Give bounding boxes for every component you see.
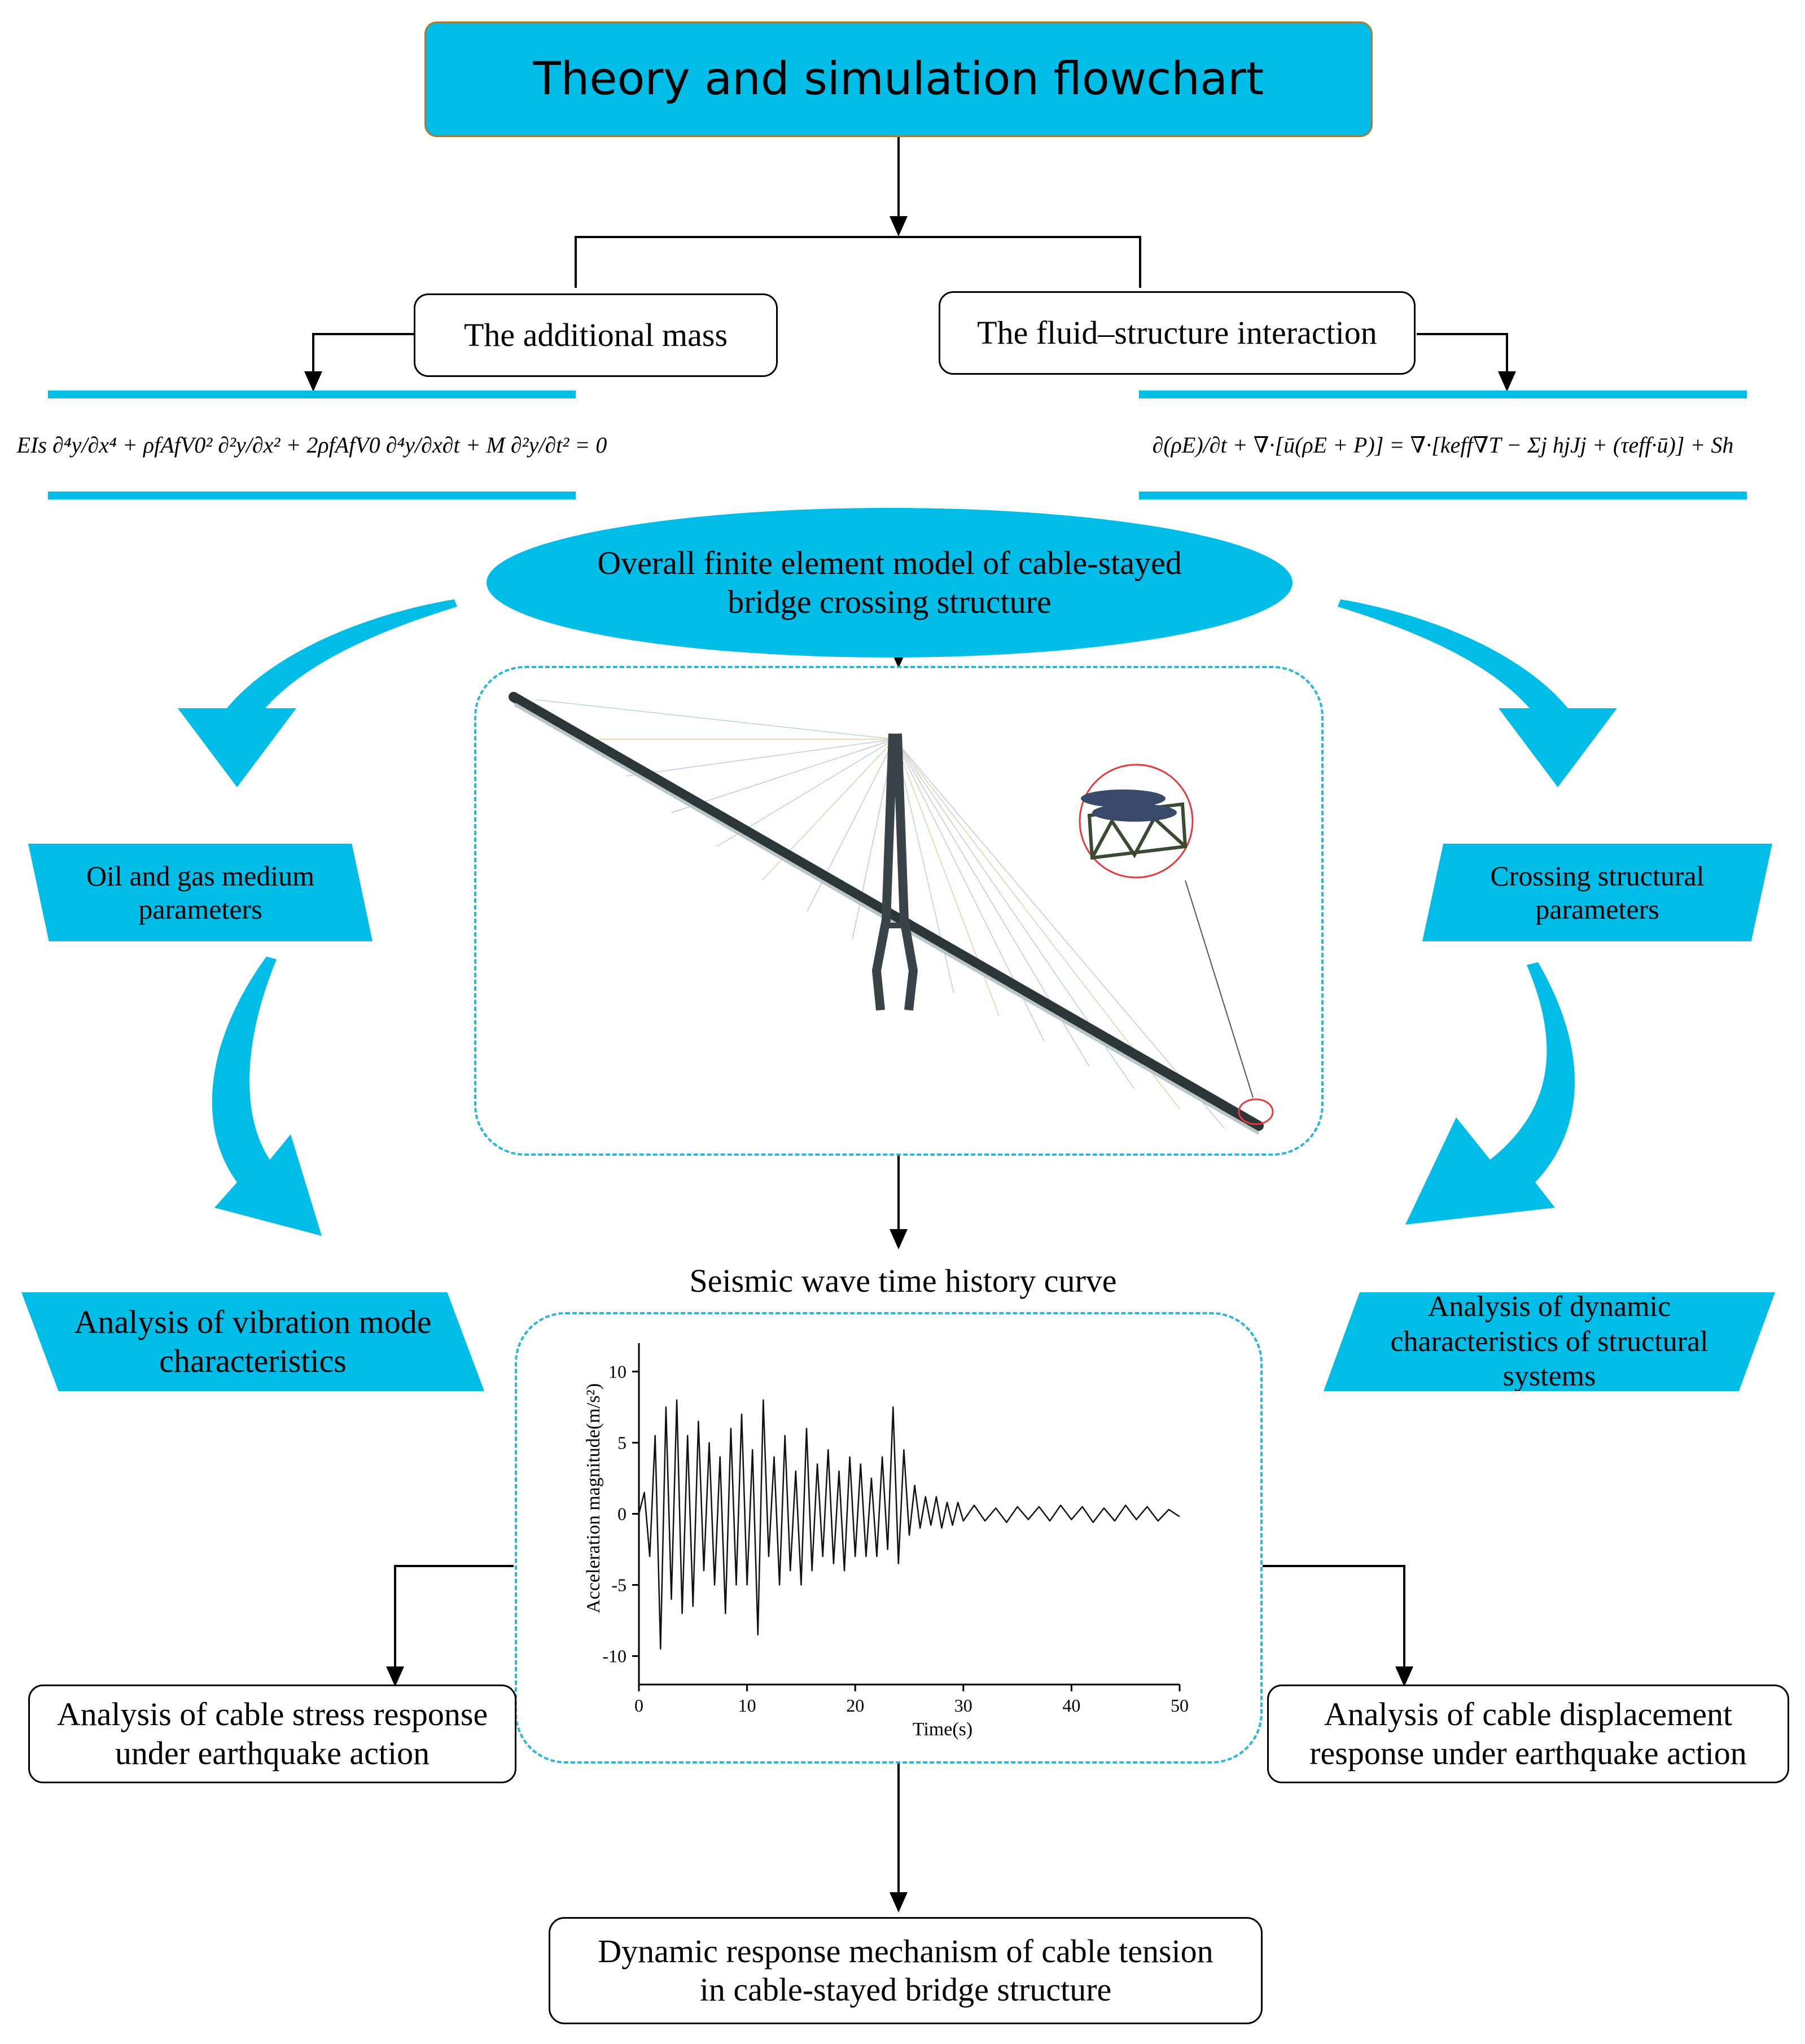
seismic-chart-frame	[515, 1312, 1263, 1764]
bridge-model-illustration	[509, 692, 1274, 1135]
arrow-to-equation-left	[304, 333, 415, 392]
dynamic-response-mechanism: Dynamic response mechanism of cable tens…	[549, 1917, 1263, 2024]
vibration-mode-analysis: Analysis of vibration mode characteristi…	[21, 1292, 484, 1391]
equation-left: EIs ∂⁴y/∂x⁴ + ρfAfV0² ∂²y/∂x² + 2ρfAfV0 …	[17, 391, 607, 499]
bridge-model-frame	[474, 666, 1324, 1156]
seismic-chart: Acceleration magnitude(m/s²) Time(s) 0 10…	[583, 1343, 1189, 1740]
arrow-to-cable-stress	[386, 1565, 514, 1687]
branch-connector	[575, 236, 1141, 288]
oil-gas-parameters: Oil and gas medium parameters	[28, 844, 373, 941]
seismic-chart-ylabel: Acceleration magnitude(m/s²)	[583, 1383, 604, 1613]
x-tick-label: 30	[954, 1695, 972, 1716]
x-tick-label: 50	[1171, 1695, 1189, 1716]
additional-mass-box: The additional mass	[414, 293, 778, 377]
y-tick-label: 10	[608, 1361, 627, 1381]
curved-arrow-bottom-left	[212, 957, 322, 1236]
y-tick-label: 5	[617, 1432, 627, 1453]
curved-arrow-top-right	[1338, 599, 1617, 787]
x-tick-label: 40	[1062, 1695, 1080, 1716]
x-tick-label: 20	[846, 1695, 864, 1716]
title-box: Theory and simulation flowchart	[424, 21, 1373, 137]
y-tick-label: -5	[611, 1575, 627, 1595]
seismic-chart-series	[638, 1399, 1180, 1650]
fluid-structure-box: The fluid–structure interaction	[939, 291, 1416, 375]
cable-stress-analysis: Analysis of cable stress response under …	[28, 1685, 516, 1783]
y-tick-label: -10	[602, 1646, 627, 1666]
y-tick-label: 0	[617, 1504, 627, 1524]
cable-displacement-analysis: Analysis of cable displacement response …	[1267, 1685, 1789, 1783]
arrow-to-cable-disp	[1263, 1565, 1413, 1687]
acceleration-series-line	[638, 1399, 1180, 1650]
x-tick-label: 10	[738, 1695, 756, 1716]
curved-arrow-bottom-right	[1405, 962, 1575, 1225]
seismic-chart-xlabel: Time(s)	[913, 1719, 972, 1740]
dynamic-characteristics-analysis: Analysis of dynamic characteristics of s…	[1324, 1292, 1775, 1391]
arrow-to-equation-right	[1417, 333, 1516, 392]
fem-model-ellipse: Overall finite element model of cable-st…	[487, 508, 1293, 657]
curved-arrow-top-left	[178, 599, 457, 787]
crossing-structural-parameters: Crossing structural parameters	[1422, 844, 1772, 941]
x-tick-label: 0	[634, 1695, 643, 1716]
seismic-chart-title: Seismic wave time history curve	[689, 1262, 1117, 1299]
equation-right: ∂(ρE)/∂t + ∇·[ū(ρE + P)] = ∇·[keff∇T − Σ…	[1139, 391, 1747, 499]
